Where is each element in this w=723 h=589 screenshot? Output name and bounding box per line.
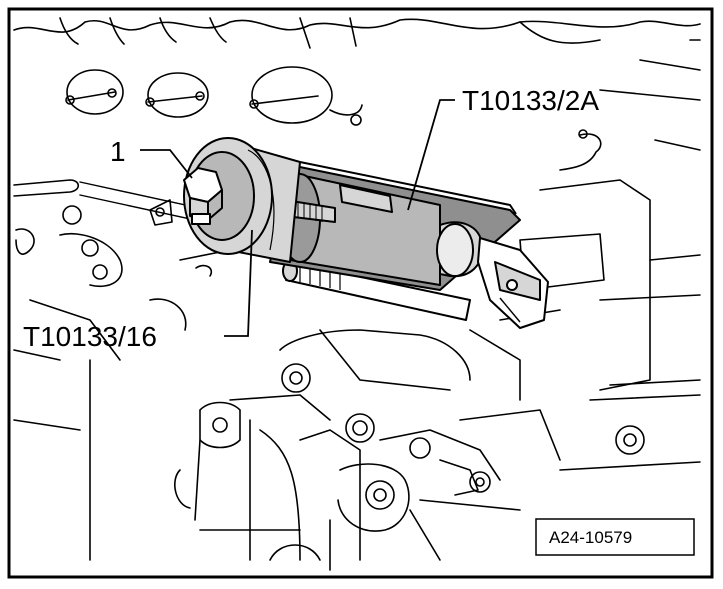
figure-ref-text: A24-10579 (549, 528, 632, 547)
leader-item-1 (140, 149, 193, 179)
leader-tool-upper (407, 99, 455, 211)
engine-background (13, 17, 701, 571)
label-tool-lower: T10133/16 (23, 321, 157, 352)
label-item-1: 1 (110, 136, 126, 167)
label-tool-upper: T10133/2A (462, 85, 599, 116)
figure-ref-box: A24-10579 (535, 518, 695, 556)
leader-tool-lower (224, 229, 253, 337)
tool-assembly (183, 137, 549, 329)
leader-lines (140, 99, 455, 337)
hex-bolt (183, 167, 223, 225)
